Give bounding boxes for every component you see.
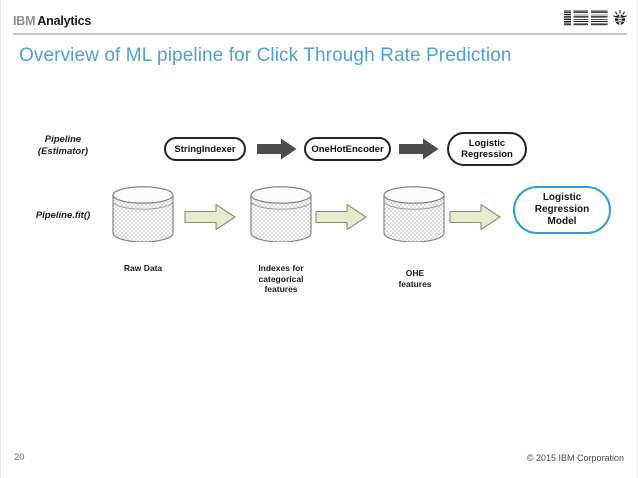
ibm-logo	[564, 9, 627, 27]
arrow-stage-2-to-3-icon	[399, 138, 439, 160]
arrow-dataset-1-to-2-icon	[184, 203, 236, 231]
stage-logistic-regression-line1: Logistic	[468, 138, 506, 149]
dataset-caption-indexed-features: Indexes for categorical features	[233, 263, 329, 295]
arrow-dataset-2-to-3-icon	[315, 203, 367, 231]
logistic-regression-model-box[interactable]: Logistic Regression Model	[513, 186, 611, 234]
row-label-pipeline-estimator: Pipeline (Estimator)	[17, 134, 109, 158]
dataset-caption-raw-data-line1: Raw Data	[123, 263, 163, 273]
row-label-line1: Pipeline	[44, 134, 82, 145]
arrow-stage-1-to-2-icon	[257, 138, 297, 160]
ibm-wordmark-icon	[564, 10, 608, 26]
dataset-caption-ohe-line1: OHE	[405, 268, 425, 278]
model-box-line3: Model	[547, 216, 577, 227]
row-label-line2: (Estimator)	[37, 146, 89, 157]
page-title: Overview of ML pipeline for Click Throug…	[19, 45, 512, 66]
dataset-cylinder-raw-data	[112, 186, 174, 242]
dataset-caption-ohe-line2: features	[398, 278, 432, 289]
model-box-line1: Logistic	[542, 192, 582, 203]
brand-analytics-text: Analytics	[37, 14, 92, 28]
row-label-pipeline-fit: Pipeline.fit()	[35, 210, 91, 221]
model-box-line2: Regression	[534, 204, 590, 215]
stage-string-indexer[interactable]: StringIndexer	[164, 137, 246, 161]
stage-logistic-regression-line2: Regression	[461, 149, 513, 160]
dataset-caption-indexed-line2: categorical	[258, 273, 304, 284]
dataset-caption-indexed-line3: features	[264, 284, 298, 294]
smarter-planet-globe-icon	[613, 10, 627, 25]
page-number: 20	[14, 452, 25, 463]
dataset-caption-indexed-line1: Indexes for	[258, 263, 304, 273]
stage-onehot-encoder[interactable]: OneHotEncoder	[304, 137, 391, 161]
copyright-notice: © 2015 IBM Corporation	[526, 453, 624, 463]
ml-pipeline-diagram: Pipeline (Estimator) Pipeline.fit() Stri…	[1, 110, 637, 310]
arrow-dataset-3-to-model-icon	[449, 203, 501, 231]
brand-ibm-text: IBM	[13, 14, 36, 28]
dataset-cylinder-indexed-features	[250, 186, 312, 242]
dataset-caption-raw-data: Raw Data	[97, 263, 189, 274]
header-divider	[13, 33, 627, 35]
stage-string-indexer-label: StringIndexer	[174, 143, 236, 155]
stage-logistic-regression[interactable]: Logistic Regression	[447, 132, 527, 166]
stage-onehot-encoder-label: OneHotEncoder	[311, 143, 384, 155]
dataset-caption-ohe-features: OHE features	[369, 268, 461, 289]
dataset-cylinder-ohe-features	[383, 186, 445, 242]
